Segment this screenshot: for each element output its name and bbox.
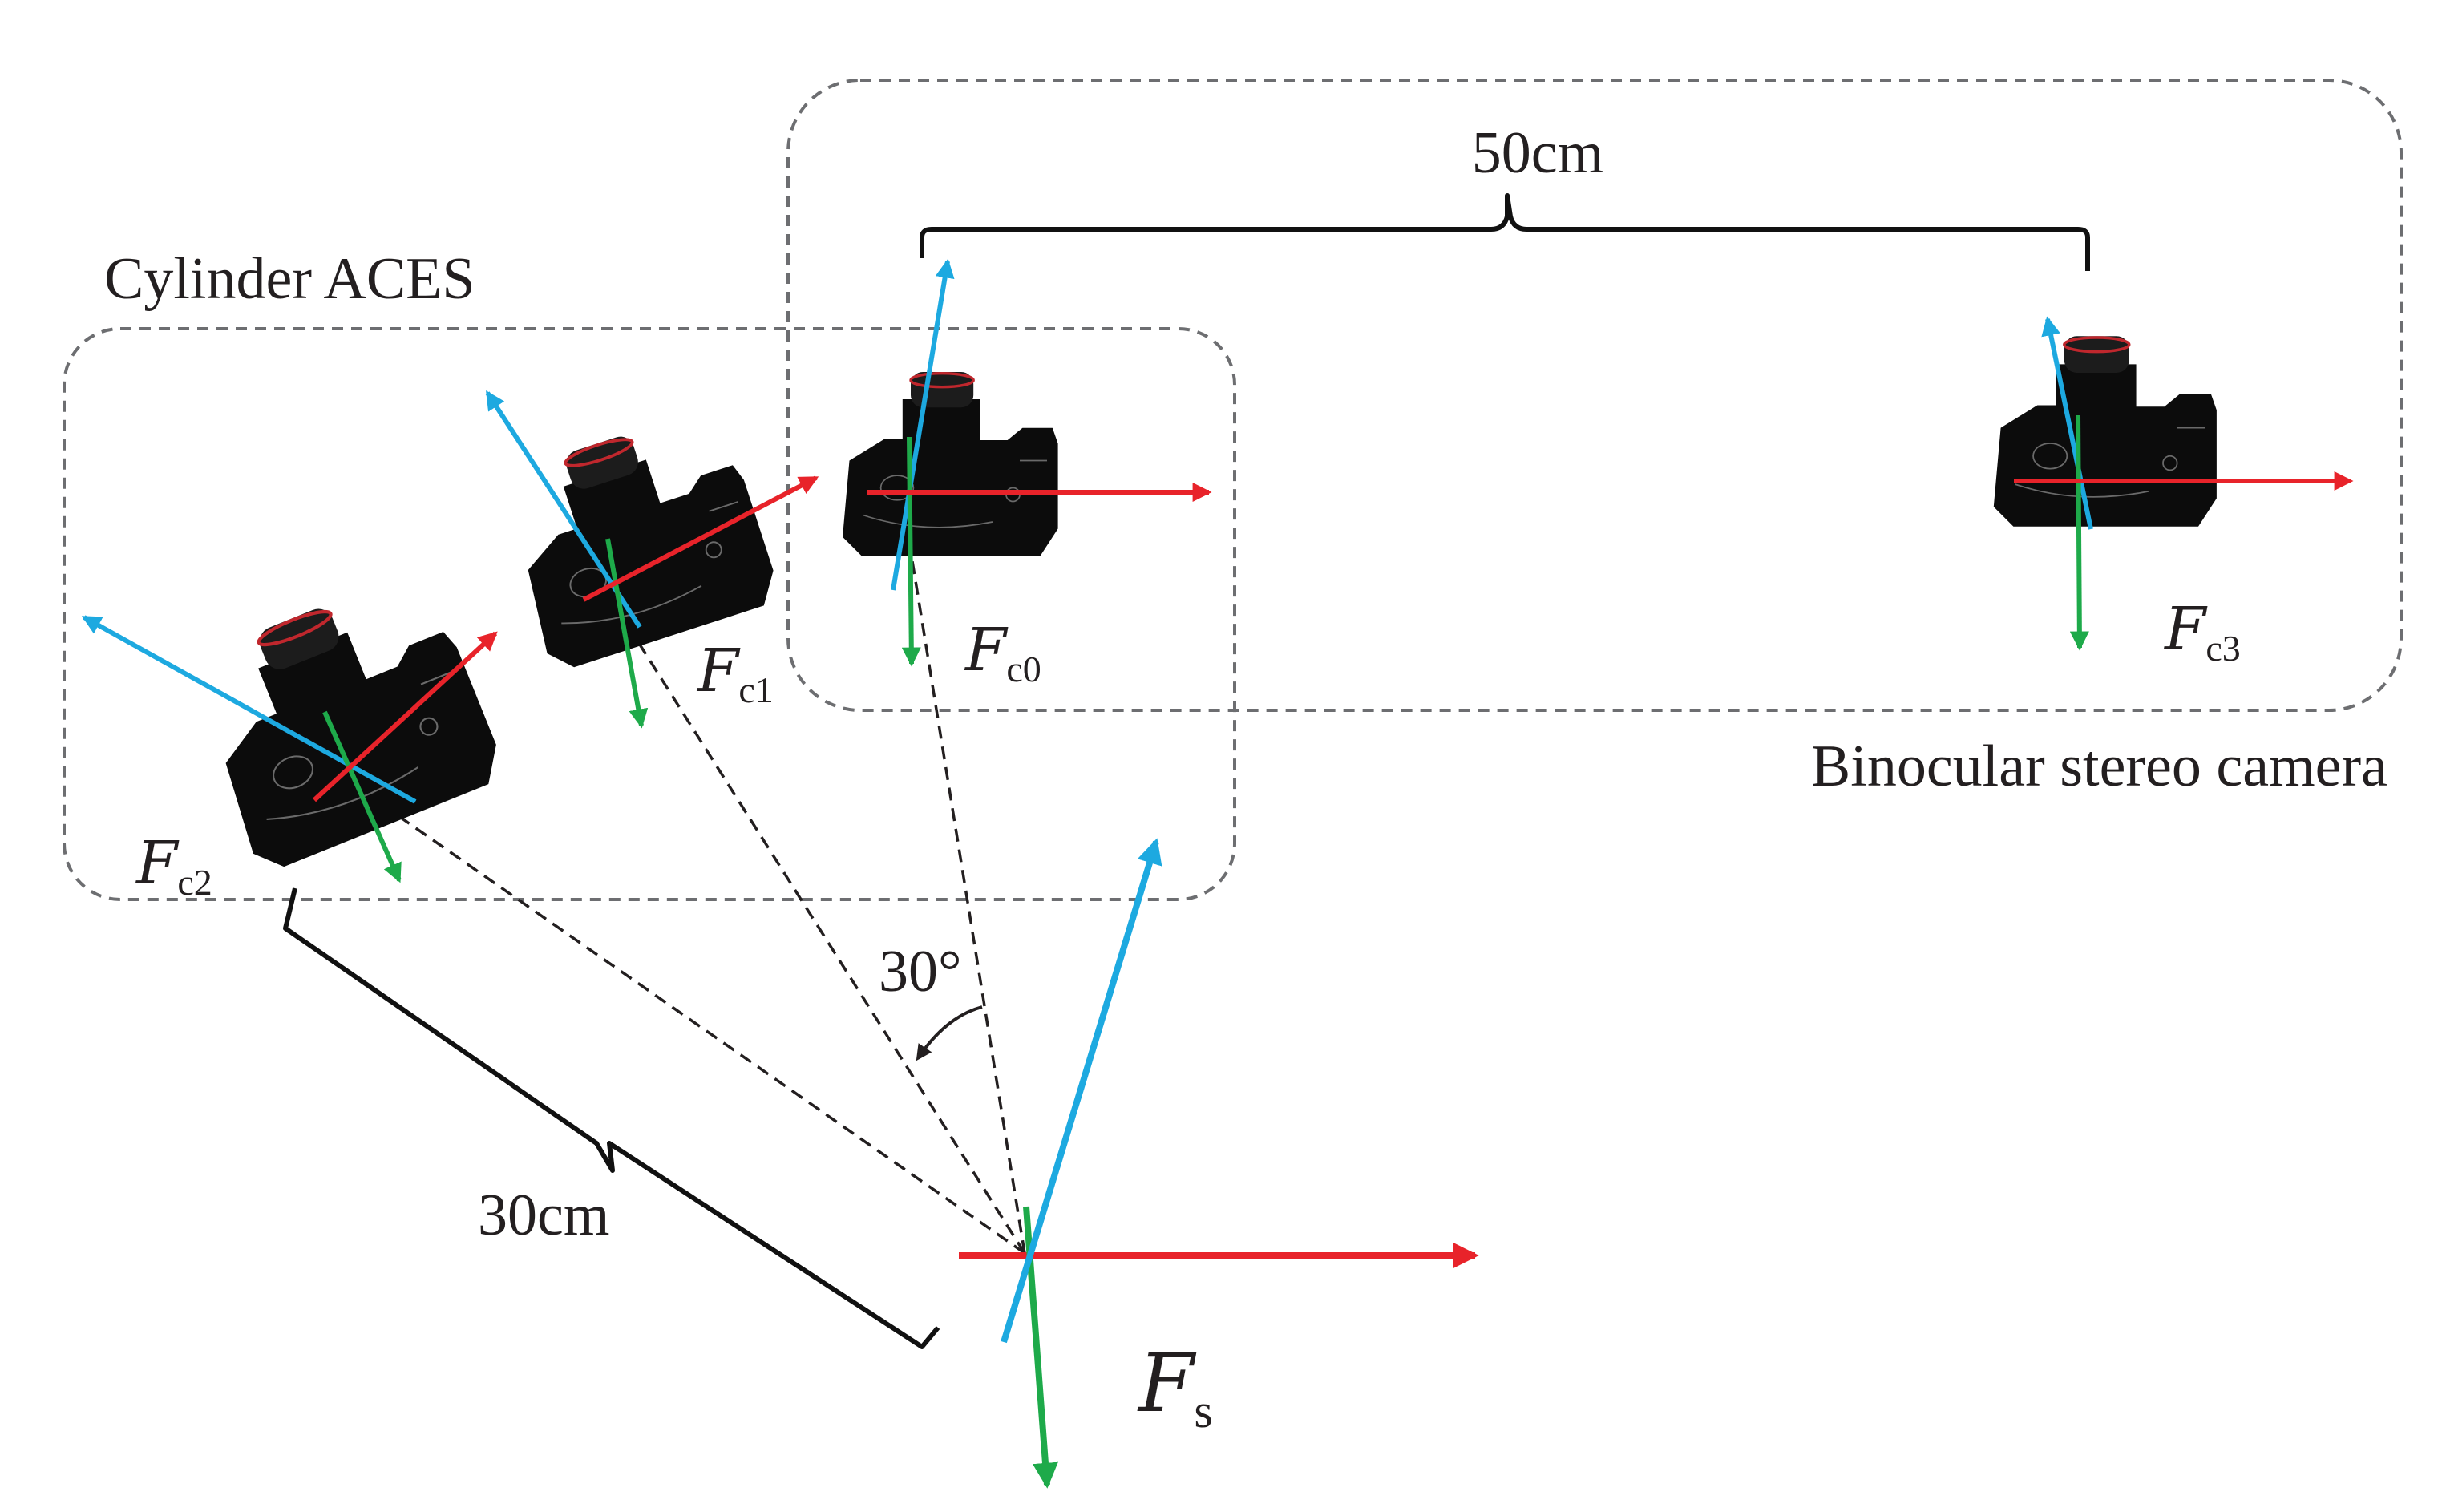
ray-to-c1	[604, 589, 1026, 1254]
dslr-camera-icon	[1992, 334, 2218, 528]
frame-label-c3: Fc3	[2163, 595, 2241, 669]
label-binocular-stereo-camera: Binocular stereo camera	[1811, 734, 2387, 799]
frame-label-c1: Fc1	[696, 637, 774, 710]
frame-label-c0: Fc0	[964, 616, 1041, 689]
cylinder-aces-box	[63, 327, 1236, 901]
ray-to-c2	[351, 782, 1026, 1255]
brace-50cm	[920, 193, 2090, 271]
label-cylinder-aces: Cylinder ACES	[104, 246, 475, 312]
dslr-camera-icon	[488, 402, 785, 676]
frame-label-c2: Fc2	[135, 829, 212, 903]
camera-c3	[1992, 334, 2218, 528]
dslr-camera-icon	[177, 565, 509, 875]
camera-c1	[488, 402, 785, 676]
stereo-camera-box	[786, 79, 2403, 712]
frame-c2-axes	[81, 615, 498, 883]
camera-c0	[841, 370, 1060, 558]
label-30cm: 30cm	[478, 1183, 609, 1248]
frame-s-axes	[959, 838, 1479, 1489]
label-50cm: 50cm	[1472, 120, 1603, 186]
dslr-camera-icon	[841, 370, 1060, 558]
frame-c0-axes	[867, 258, 1212, 667]
label-30-degrees: 30°	[879, 939, 962, 1005]
frame-c1-axes	[485, 390, 819, 729]
camera-c2	[177, 565, 509, 875]
angle-arc	[916, 1005, 983, 1061]
frame-c3-axes	[2014, 316, 2354, 651]
ray-to-c0	[900, 496, 1026, 1254]
frame-label-s: Fs	[1137, 1336, 1213, 1437]
brace-30cm	[283, 887, 940, 1349]
